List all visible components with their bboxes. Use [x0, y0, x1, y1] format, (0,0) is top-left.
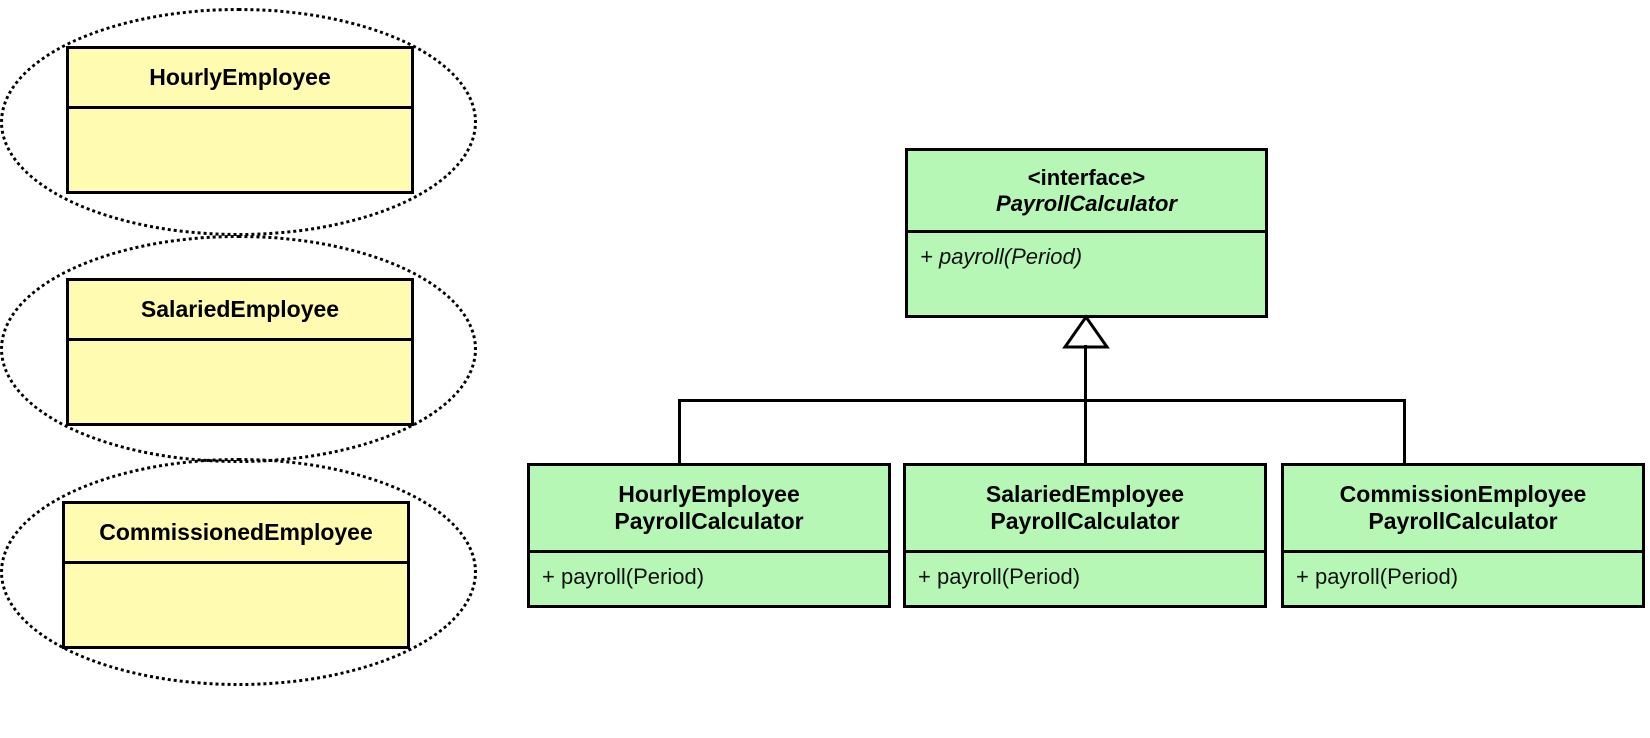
class-name-line2: PayrollCalculator	[990, 508, 1180, 534]
class-attributes-compartment	[69, 341, 411, 423]
entity-ellipse-3	[0, 458, 477, 686]
class-box-commissioned-employee[interactable]: CommissionedEmployee	[62, 501, 410, 649]
class-name-line2: PayrollCalculator	[614, 508, 804, 534]
class-operations-compartment: + payroll(Period)	[530, 553, 888, 605]
class-title: HourlyEmployee PayrollCalculator	[530, 466, 888, 553]
generalization-drop-2	[1084, 399, 1087, 464]
class-box-salaried-employee[interactable]: SalariedEmployee	[66, 278, 414, 426]
class-title: SalariedEmployee	[69, 281, 411, 341]
class-operation: + payroll(Period)	[542, 564, 705, 589]
class-operation: + payroll(Period)	[918, 564, 1081, 589]
class-box-hourly-employee-payroll-calculator[interactable]: HourlyEmployee PayrollCalculator + payro…	[527, 463, 891, 608]
class-operation: + payroll(Period)	[1296, 564, 1459, 589]
class-title: CommissionEmployee PayrollCalculator	[1284, 466, 1642, 553]
class-title: SalariedEmployee PayrollCalculator	[906, 466, 1264, 553]
interface-stereotype: <interface>	[1027, 164, 1146, 190]
interface-name: PayrollCalculator	[996, 190, 1177, 216]
class-box-hourly-employee[interactable]: HourlyEmployee	[66, 46, 414, 194]
class-attributes-compartment	[65, 564, 407, 646]
interface-operations-compartment: + payroll(Period)	[908, 233, 1265, 315]
class-attributes-compartment	[69, 109, 411, 191]
class-name-line1: SalariedEmployee	[985, 480, 1185, 507]
class-box-salaried-employee-payroll-calculator[interactable]: SalariedEmployee PayrollCalculator + pay…	[903, 463, 1267, 608]
class-box-commission-employee-payroll-calculator[interactable]: CommissionEmployee PayrollCalculator + p…	[1281, 463, 1645, 608]
generalization-arrowhead-icon	[1062, 314, 1110, 349]
class-title: CommissionedEmployee	[65, 504, 407, 564]
class-name: CommissionedEmployee	[99, 518, 373, 545]
generalization-drop-1	[678, 399, 681, 464]
interface-box-payroll-calculator[interactable]: <interface> PayrollCalculator + payroll(…	[905, 148, 1268, 318]
class-name: HourlyEmployee	[149, 63, 331, 90]
class-name: SalariedEmployee	[140, 295, 340, 322]
class-name-line1: HourlyEmployee	[618, 480, 800, 507]
class-operations-compartment: + payroll(Period)	[906, 553, 1264, 605]
generalization-stem	[1084, 345, 1087, 401]
interface-title: <interface> PayrollCalculator	[908, 151, 1265, 233]
class-operations-compartment: + payroll(Period)	[1284, 553, 1642, 605]
class-name-line2: PayrollCalculator	[1368, 508, 1558, 534]
generalization-bus	[678, 399, 1406, 402]
class-title: HourlyEmployee	[69, 49, 411, 109]
generalization-drop-3	[1403, 399, 1406, 464]
class-name-line1: CommissionEmployee	[1339, 480, 1587, 507]
interface-operation: + payroll(Period)	[920, 244, 1083, 269]
